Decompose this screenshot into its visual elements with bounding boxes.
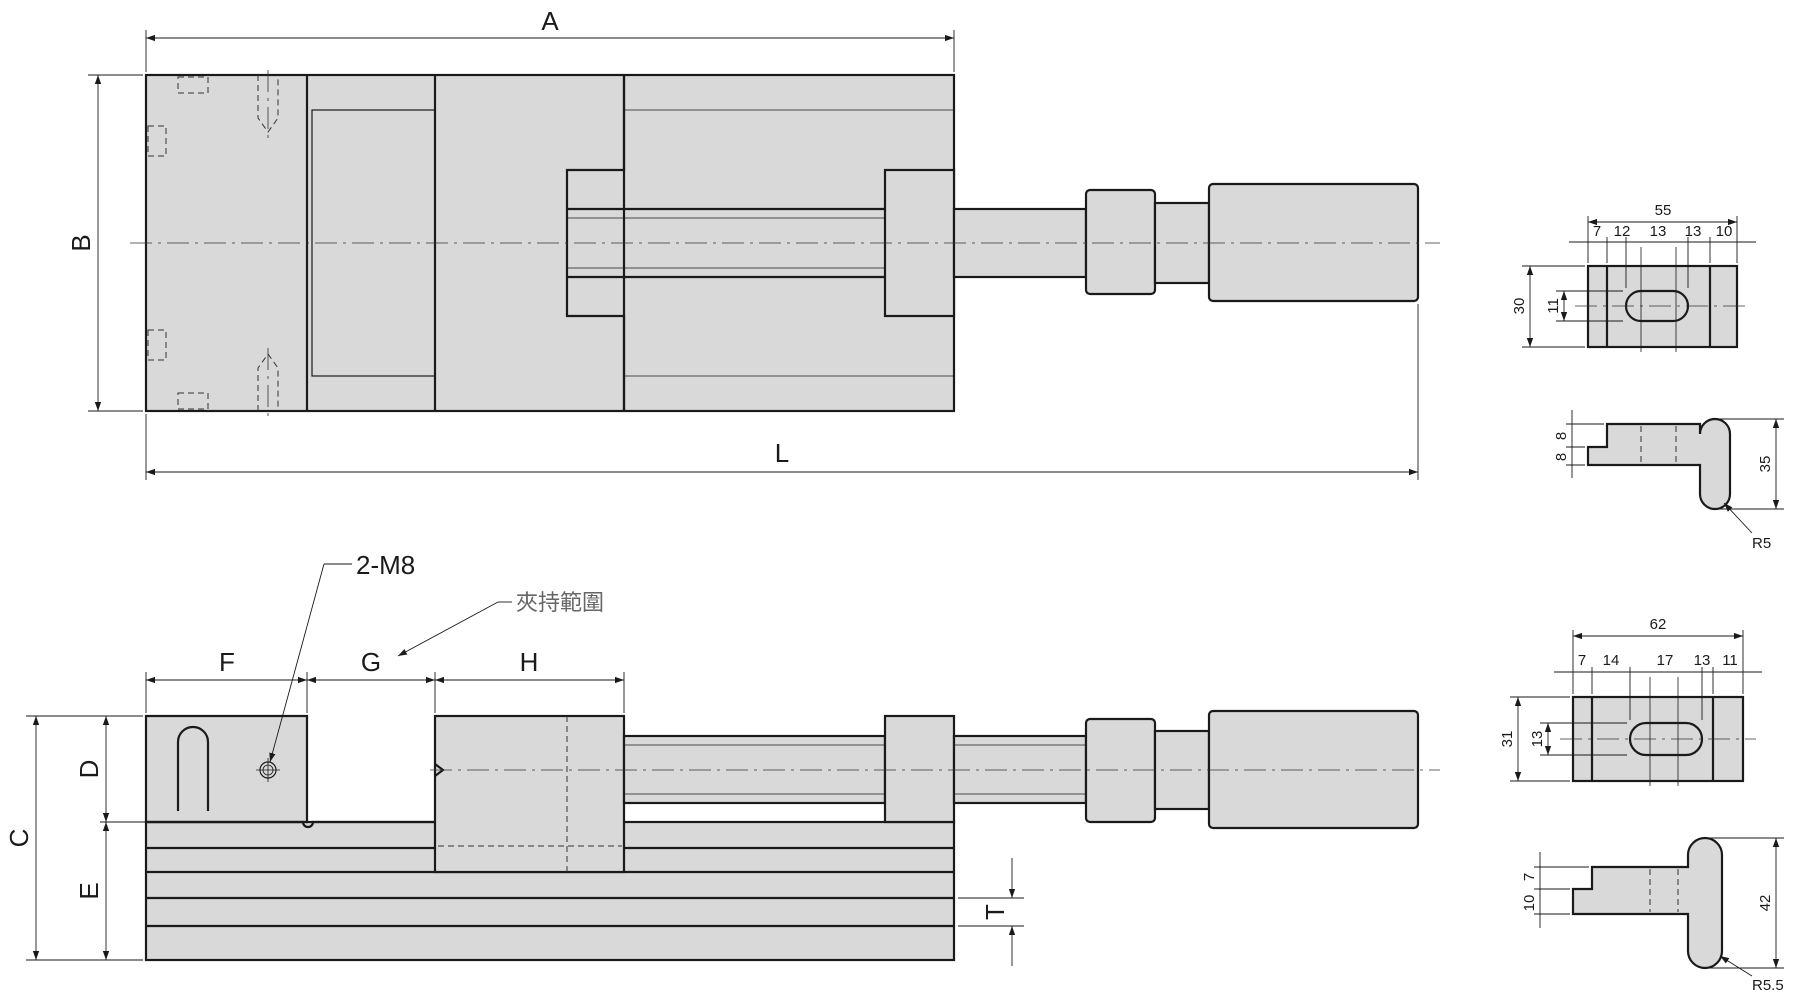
- clamp-large-seg-2: 14: [1603, 652, 1620, 669]
- top-view: [130, 70, 1440, 416]
- clamp-small-overall: 55: [1655, 202, 1672, 219]
- clamp-large-height: 31: [1499, 731, 1516, 748]
- lead-screw-side: [952, 734, 1088, 805]
- clamp-large-slot: 13: [1529, 731, 1546, 748]
- dim-label-E: E: [74, 882, 104, 899]
- screw-nut-block-side: [883, 714, 956, 824]
- screw-housing-side: [622, 734, 887, 805]
- clamp-small-step-2: 8: [1553, 453, 1570, 461]
- clamp-large-overall: 62: [1650, 616, 1667, 633]
- handle-knob-side: [1207, 709, 1420, 830]
- clamp-large-side-view: 10 7 42 R5.5: [1521, 836, 1784, 994]
- clamp-small-step-1: 8: [1553, 432, 1570, 440]
- clamping-range-callout: 夾持範圍: [516, 591, 604, 616]
- clamp-large-top-view: 62 7 14 17 13 11 31 13: [1499, 616, 1762, 786]
- side-view-dimensions: F G H C D E T 2-M8 夾持範圍: [4, 550, 1024, 966]
- clamp-small-seg-4: 13: [1685, 223, 1702, 240]
- clamp-small-top-view: 55 7 12 13 13 10 30 11: [1511, 202, 1756, 352]
- clamp-small-seg-5: 10: [1716, 223, 1733, 240]
- dim-label-C: C: [4, 829, 34, 848]
- clamp-large-seg-5: 11: [1722, 652, 1738, 669]
- clamp-large-step-2: 7: [1521, 873, 1538, 881]
- clamp-large-seg-3: 17: [1657, 652, 1674, 669]
- fixed-jaw-side: [144, 714, 309, 824]
- dim-label-D: D: [74, 760, 104, 779]
- clamp-large-step-1: 10: [1521, 895, 1538, 912]
- clamp-large-side-height: 42: [1757, 895, 1774, 912]
- clamp-large-seg-4: 13: [1694, 652, 1711, 669]
- dim-label-T: T: [980, 904, 1010, 920]
- thread-callout: 2-M8: [356, 550, 415, 580]
- movable-jaw-side: [433, 714, 626, 874]
- clamp-small-side-view: 8 8 35 R5: [1553, 410, 1784, 552]
- clamp-small-seg-1: 7: [1593, 223, 1601, 240]
- dim-label-B: B: [66, 234, 96, 251]
- dim-label-H: H: [520, 647, 539, 677]
- clamp-small-slot: 11: [1545, 298, 1562, 314]
- clamp-small-seg-2: 12: [1614, 223, 1631, 240]
- screw-collar-top: [1084, 188, 1157, 296]
- clamp-small-height: 30: [1511, 298, 1528, 315]
- clamp-large-seg-1: 7: [1578, 652, 1586, 669]
- dim-label-A: A: [541, 6, 559, 36]
- side-view: [144, 709, 1440, 962]
- top-view-dimensions: A B L: [66, 6, 1419, 480]
- dim-label-G: G: [361, 647, 381, 677]
- clamp-small-seg-3: 13: [1650, 223, 1667, 240]
- screw-collar-side: [1084, 717, 1157, 824]
- clamp-large-radius: R5.5: [1752, 977, 1784, 994]
- clamp-small-side-height: 35: [1757, 456, 1774, 473]
- dim-label-L: L: [775, 438, 789, 468]
- dim-label-F: F: [219, 647, 235, 677]
- clamp-small-radius: R5: [1752, 535, 1771, 552]
- handle-knob-top: [1207, 182, 1420, 303]
